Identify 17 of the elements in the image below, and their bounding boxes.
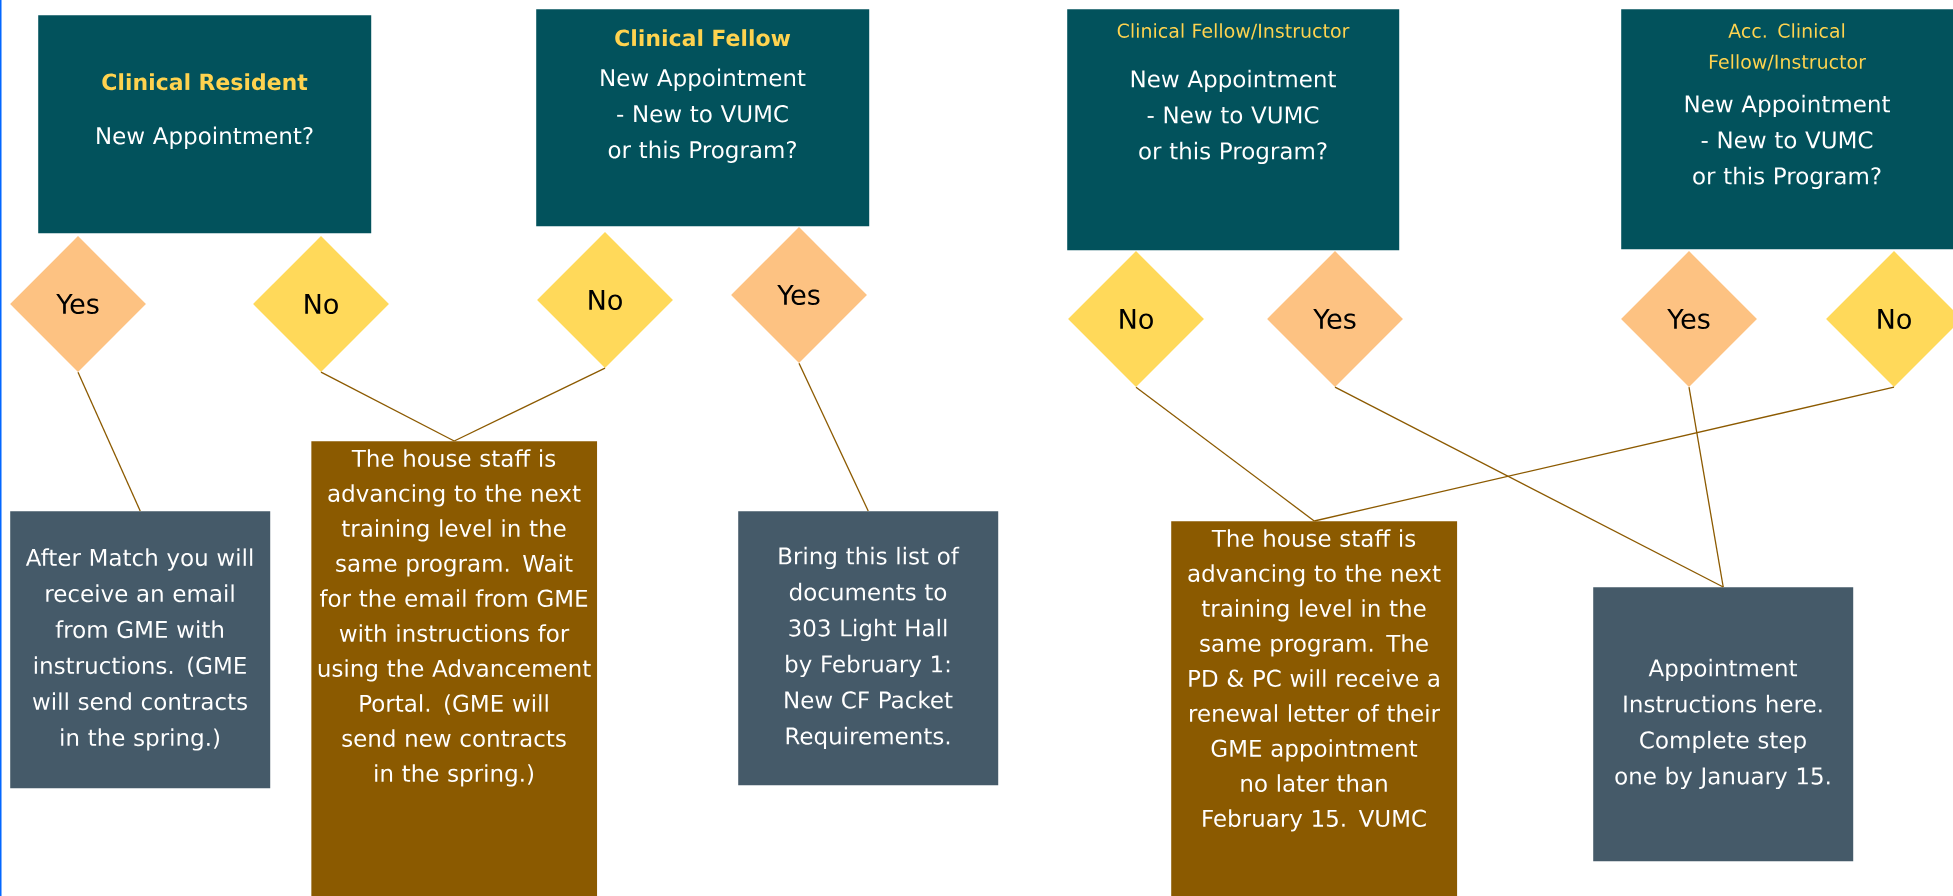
question-box: Clinical Fellow/Instructor New Appointment - New to VUMC or this Program? — [1067, 9, 1400, 251]
connector-line — [798, 362, 869, 512]
connector-line — [453, 367, 606, 442]
info-box: Appointment Instructions here. Complete step one by January 15. — [1593, 587, 1854, 862]
connector-line — [1313, 386, 1895, 522]
info-box: After Match you will receive an email from GME with instructions. (GME will send contracts in the spring.) — [10, 511, 271, 789]
connector-line — [1334, 386, 1724, 588]
connector-line — [320, 371, 455, 442]
question-box: Clinical Fellow New Appointment - New to VUMC or this Program? — [536, 9, 870, 227]
info-box: Bring this list of documents to 303 Light Hall by February 1: New CF Packet Requirements. — [738, 511, 999, 786]
connector-line — [1688, 386, 1724, 588]
question-box: Clinical Resident New Appointment? — [38, 15, 372, 234]
info-box: The house staff is advancing to the next training level in the same program. The PD & PC will receive a renewal letter of their GME appointment no later than February 15. VUMC — [1171, 521, 1458, 896]
connector-line — [77, 371, 141, 512]
question-box: Acc. Clinical Fellow/Instructor New Appointment - New to VUMC or this Program? — [1621, 9, 1953, 250]
connector-line — [1135, 386, 1315, 522]
info-box: The house staff is advancing to the next training level in the same program. Wait for the email from GME with instructions for using the Advancement Portal. (GME will send new contracts in the spring.) — [311, 441, 598, 896]
